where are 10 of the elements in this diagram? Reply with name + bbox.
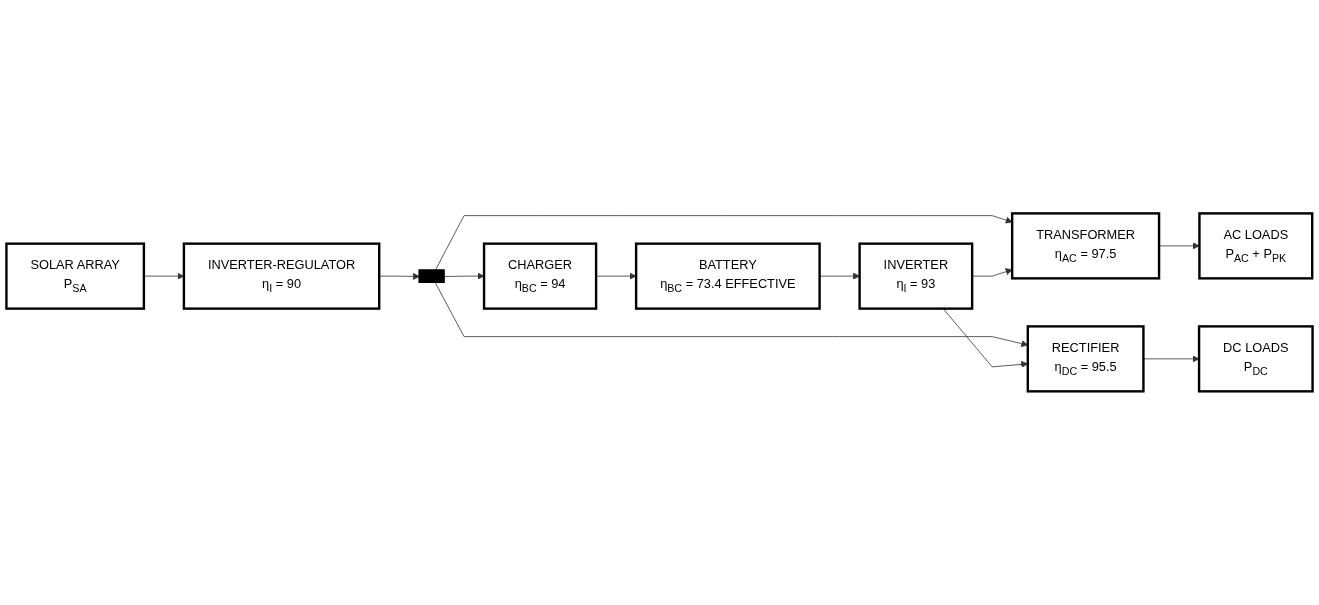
node-box: AC LOADS P$_{AC}$ + P$_{PK}$	[1198, 212, 1314, 280]
node-box: INVERTER η$_{I}$ = 93	[858, 242, 974, 310]
node-box: RECTIFIER η$_{DC}$ = 95.5	[1026, 325, 1145, 393]
node-box: SOLAR ARRAY P$_{SA}$	[5, 242, 146, 310]
node-box: CHARGER η$_{BC}$ = 94	[482, 242, 598, 310]
node-box: BATTERY η$_{BC}$ = 73.4 EFFECTIVE	[634, 242, 821, 310]
node-box: TRANSFORMER η$_{AC}$ = 97.5	[1010, 212, 1161, 280]
node-diode	[418, 269, 445, 284]
node-box: INVERTER-REGULATOR η$_{I}$ = 90	[182, 242, 381, 310]
node-box: DC LOADS P$_{DC}$	[1197, 325, 1314, 393]
